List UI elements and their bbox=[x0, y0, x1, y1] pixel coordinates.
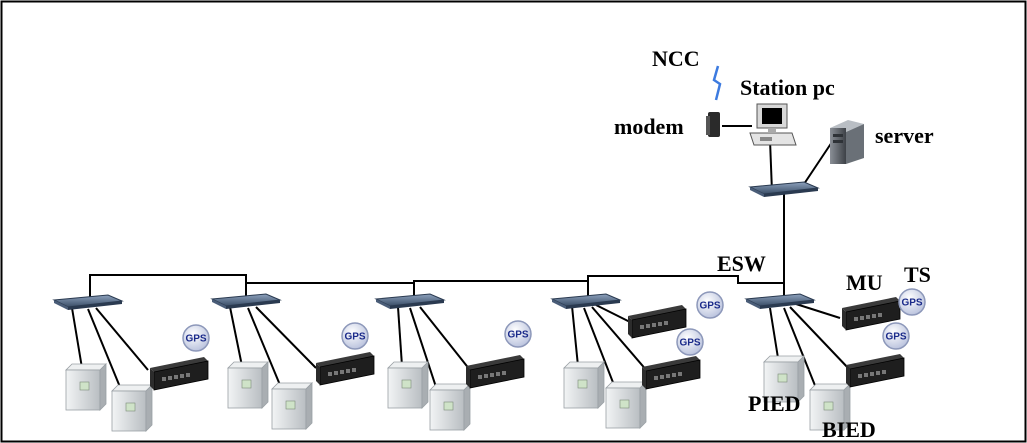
station-level bbox=[706, 65, 864, 198]
label-ncc: NCC bbox=[652, 46, 700, 71]
gps-receiver-icon bbox=[898, 288, 926, 316]
radio-wave-icon bbox=[712, 65, 722, 101]
merging-unit-icon bbox=[465, 354, 525, 389]
merging-unit-icon bbox=[149, 356, 209, 391]
ied-cabinet-icon bbox=[563, 361, 605, 409]
gps-receiver-icon bbox=[182, 324, 210, 352]
ethernet-switch-icon bbox=[375, 293, 445, 310]
ethernet-switch-icon bbox=[53, 294, 123, 311]
bay-1 bbox=[53, 294, 210, 432]
ethernet-switch-icon bbox=[551, 293, 621, 310]
merging-unit-icon bbox=[641, 355, 701, 390]
gps-receiver-icon bbox=[882, 322, 910, 350]
label-mu: MU bbox=[846, 270, 883, 295]
network-links bbox=[71, 125, 851, 389]
label-esw: ESW bbox=[717, 251, 766, 276]
gps-receiver-icon bbox=[341, 322, 369, 350]
ethernet-switch-icon bbox=[749, 181, 819, 198]
label-modem: modem bbox=[614, 114, 684, 139]
gps-receiver-icon bbox=[504, 320, 532, 348]
ied-cabinet-icon bbox=[387, 361, 429, 409]
merging-unit-icon bbox=[627, 304, 687, 339]
ied-cabinet-icon bbox=[429, 383, 471, 431]
ethernet-switch-icon bbox=[211, 293, 281, 310]
gps-receiver-icon bbox=[696, 291, 724, 319]
gps-receiver-icon bbox=[676, 328, 704, 356]
ied-cabinet-icon bbox=[227, 361, 269, 409]
label-bied: BIED bbox=[822, 417, 876, 442]
ied-cabinet-icon bbox=[271, 382, 313, 430]
label-pied: PIED bbox=[748, 391, 801, 416]
merging-unit-icon bbox=[315, 351, 375, 386]
bay-2 bbox=[211, 293, 375, 430]
modem-icon bbox=[706, 112, 720, 137]
label-station-pc: Station pc bbox=[740, 75, 835, 100]
server-tower-icon bbox=[830, 120, 864, 164]
label-server: server bbox=[875, 123, 934, 148]
merging-unit-icon bbox=[845, 353, 905, 388]
ied-cabinet-icon bbox=[605, 381, 647, 429]
label-ts: TS bbox=[904, 262, 931, 287]
desktop-pc-icon bbox=[749, 103, 797, 146]
ied-cabinet-icon bbox=[65, 363, 107, 411]
ied-cabinet-icon bbox=[111, 384, 153, 432]
